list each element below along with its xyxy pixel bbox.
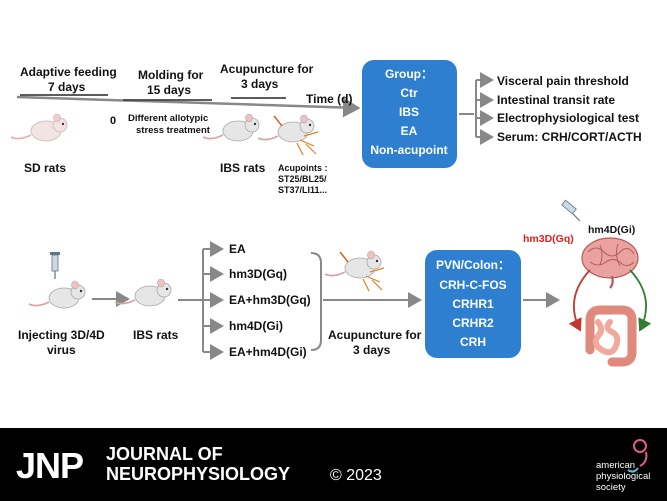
acupuncture-label-2: 3 days xyxy=(353,343,391,357)
group-item-nonacupoint: Non-acupoint xyxy=(370,143,447,157)
pvn-item-crh: CRH xyxy=(460,335,486,349)
syringe-icon xyxy=(50,252,60,279)
time-axis-label: Time (d) xyxy=(306,92,352,106)
acupuncture-rat-bottom-illustration xyxy=(324,250,385,292)
journal-line-1: JOURNAL OF xyxy=(106,444,223,464)
branch-ea-hm3d: EA+hm3D(Gq) xyxy=(229,293,311,307)
aps-logo-icon xyxy=(627,439,648,473)
jnp-logo: JNP xyxy=(16,445,83,486)
ibs-rat-illustration xyxy=(202,113,260,142)
stress-label-2: stress treatment xyxy=(136,125,211,136)
seg3-label-2: 3 days xyxy=(241,77,279,91)
zero-marker: 0 xyxy=(110,115,116,127)
ibs-rats-label-top: IBS rats xyxy=(220,161,266,175)
acupoints-label-3: ST37/LI11... xyxy=(278,185,327,195)
arrow-hm3d-red xyxy=(568,269,591,332)
sd-rats-label: SD rats xyxy=(24,161,66,175)
seg1-label-1: Adaptive feeding xyxy=(20,65,117,79)
sd-rat-illustration xyxy=(10,113,68,142)
ibs-rats-label-bottom: IBS rats xyxy=(133,328,179,342)
hm3d-label: hm3D(Gq) xyxy=(523,233,574,245)
hm4d-label: hm4D(Gi) xyxy=(588,224,635,236)
group-item-ctr: Ctr xyxy=(400,86,418,100)
pvn-colon-box: PVN/Colon： CRH-C-FOS CRHR1 CRHR2 CRH xyxy=(425,250,521,358)
society-line-1: american xyxy=(596,460,635,471)
pvn-item-crhr2: CRHR2 xyxy=(452,316,494,330)
seg3-label-1: Acupuncture for xyxy=(220,62,314,76)
branch-ea: EA xyxy=(229,242,246,256)
inject-label-1: Injecting 3D/4D xyxy=(18,328,105,342)
pvn-box-title: PVN/Colon： xyxy=(436,258,510,272)
outcome-visceral: Visceral pain threshold xyxy=(497,74,629,88)
group-box-title: Group： xyxy=(385,67,433,81)
branch-ea-hm4d: EA+hm4D(Gi) xyxy=(229,345,307,359)
syringe-top-icon xyxy=(561,199,581,222)
acupoints-label-2: ST25/BL25/ xyxy=(278,174,327,184)
branch-bracket xyxy=(310,252,322,351)
group-item-ibs: IBS xyxy=(399,105,419,119)
outcome-transit: Intestinal transit rate xyxy=(497,93,615,107)
timeline: Adaptive feeding 7 days Molding for 15 d… xyxy=(16,62,361,136)
acupuncture-rat-illustration xyxy=(257,114,319,156)
group-box: Group： Ctr IBS EA Non-acupoint xyxy=(362,60,457,168)
outcome-bracket xyxy=(459,72,494,145)
colon-illustration xyxy=(585,305,637,367)
society-line-2: physiological xyxy=(596,471,650,482)
journal-line-2: NEUROPHYSIOLOGY xyxy=(106,464,290,484)
branch-lines xyxy=(178,241,224,360)
outcome-electro: Electrophysiological test xyxy=(497,111,639,125)
copyright-year: © 2023 xyxy=(330,467,382,484)
outcome-serum: Serum: CRH/CORT/ACTH xyxy=(497,130,642,144)
society-line-3: society xyxy=(596,482,626,493)
injected-rat-illustration xyxy=(28,280,86,309)
inject-label-2: virus xyxy=(47,343,76,357)
seg2-label-1: Molding for xyxy=(138,68,204,82)
footer-bar xyxy=(0,428,667,501)
seg1-label-2: 7 days xyxy=(48,80,86,94)
pvn-item-crhr1: CRHR1 xyxy=(452,297,494,311)
seg2-label-2: 15 days xyxy=(147,83,191,97)
group-item-ea: EA xyxy=(401,124,418,138)
stress-label-1: Different allotypic xyxy=(128,113,208,124)
acupoints-label-1: Acupoints : xyxy=(278,163,328,173)
pvn-item-crh-cfos: CRH-C-FOS xyxy=(439,278,506,292)
arrow-hm4d-green xyxy=(629,269,652,332)
brain-illustration xyxy=(581,237,639,289)
branch-hm4d: hm4D(Gi) xyxy=(229,319,283,333)
branch-hm3d: hm3D(Gq) xyxy=(229,267,287,281)
acupuncture-label-1: Acupuncture for xyxy=(328,328,422,342)
ibs-rat-bottom-illustration xyxy=(114,278,172,307)
